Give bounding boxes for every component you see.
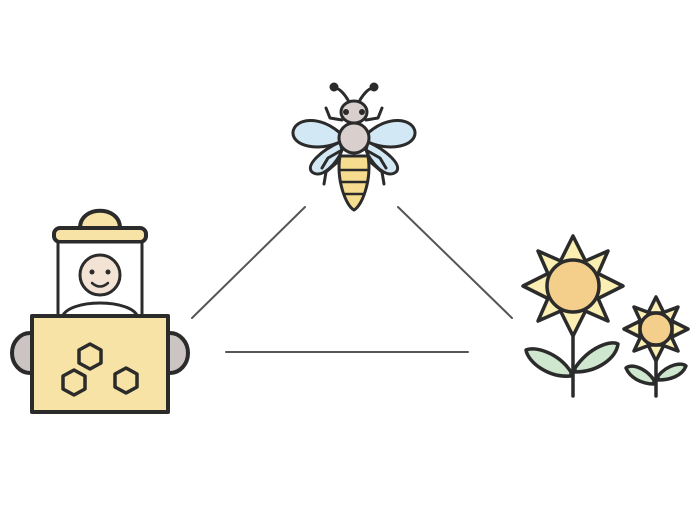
beekeeper-icon [10, 208, 190, 414]
bee-icon [291, 82, 417, 212]
connectors [191, 206, 513, 353]
edge-bee-beekeeper [191, 206, 306, 319]
sunflowers-icon [521, 234, 690, 398]
edge-bee-sunflowers [397, 206, 513, 319]
